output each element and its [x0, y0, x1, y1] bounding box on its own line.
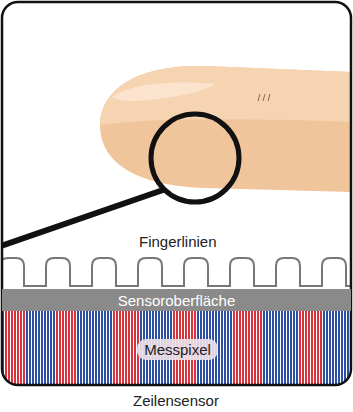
finger-top: [100, 66, 351, 125]
measuring-pixels: [2, 311, 351, 385]
sensor-surface-band: Sensoroberfläche: [2, 289, 351, 311]
pill-text: Messpixel: [144, 341, 211, 358]
frame-content: [2, 2, 351, 385]
sensor-caption: Zeilensensor: [133, 392, 219, 409]
skin-lines: [258, 94, 270, 101]
frame: [2, 2, 351, 385]
pixel-label-pill: Messpixel: [137, 339, 218, 360]
band-label: Sensoroberfläche: [118, 292, 236, 309]
magnifier-handle: [2, 190, 163, 247]
magnifier-lens: [151, 114, 239, 202]
ridges-label: Fingerlinien: [139, 233, 217, 250]
fingernail: [112, 83, 215, 101]
finger-ridges: [2, 258, 351, 286]
